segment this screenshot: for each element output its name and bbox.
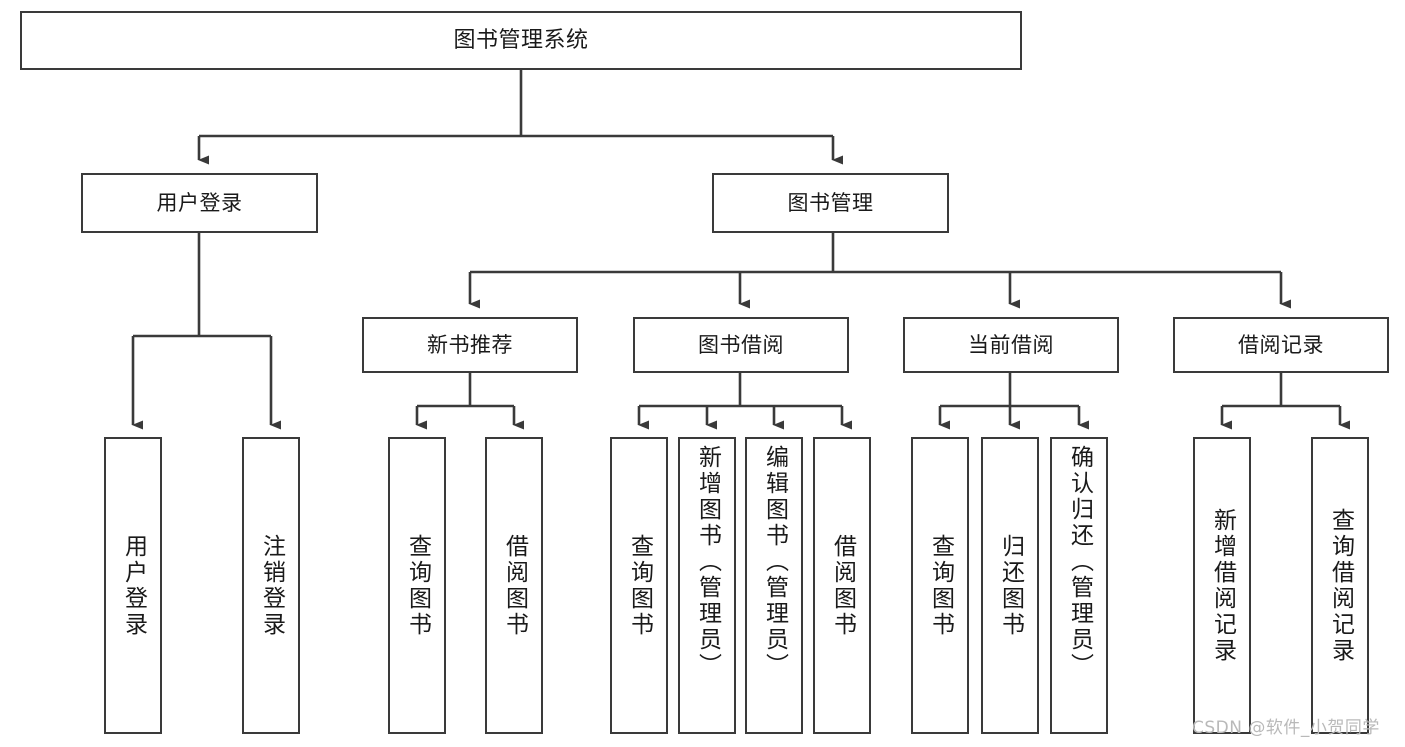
node-label: 借阅图书 — [501, 533, 528, 638]
node-leaf-query-book-2[interactable]: 查询图书 — [610, 437, 668, 734]
node-label: 借阅图书 — [829, 533, 856, 638]
node-label: 新增借阅记录 — [1209, 507, 1236, 664]
node-leaf-confirm-return[interactable]: 确认归还（管理员） — [1050, 437, 1108, 734]
node-root-book-management-system[interactable]: 图书管理系统 — [20, 11, 1022, 70]
node-label: 当前借阅 — [968, 332, 1054, 357]
node-label: 编辑图书（管理员） — [761, 445, 788, 679]
node-leaf-return-book[interactable]: 归还图书 — [981, 437, 1039, 734]
node-leaf-edit-book[interactable]: 编辑图书（管理员） — [745, 437, 803, 734]
node-label: 用户登录 — [156, 190, 243, 215]
node-label: 新增图书（管理员） — [694, 445, 721, 679]
node-leaf-query-record[interactable]: 查询借阅记录 — [1311, 437, 1369, 734]
node-label: 用户登录 — [120, 533, 147, 638]
node-borrow-record[interactable]: 借阅记录 — [1173, 317, 1389, 373]
node-label: 注销登录 — [258, 533, 285, 638]
node-label: 查询图书 — [404, 533, 431, 638]
node-label: 图书管理 — [787, 190, 874, 215]
node-leaf-add-book[interactable]: 新增图书（管理员） — [678, 437, 736, 734]
node-label: 新书推荐 — [427, 332, 513, 357]
node-label: 图书借阅 — [698, 332, 784, 357]
node-new-book-recommend[interactable]: 新书推荐 — [362, 317, 578, 373]
node-label: 图书管理系统 — [453, 27, 589, 53]
node-leaf-query-book-1[interactable]: 查询图书 — [388, 437, 446, 734]
node-label: 借阅记录 — [1238, 332, 1324, 357]
node-leaf-query-book-3[interactable]: 查询图书 — [911, 437, 969, 734]
node-label: 查询图书 — [626, 533, 653, 638]
node-leaf-borrow-book-1[interactable]: 借阅图书 — [485, 437, 543, 734]
node-user-login[interactable]: 用户登录 — [81, 173, 318, 233]
node-leaf-user-logout[interactable]: 注销登录 — [242, 437, 300, 734]
node-label: 查询图书 — [927, 533, 954, 638]
node-label: 查询借阅记录 — [1327, 507, 1354, 664]
node-leaf-add-record[interactable]: 新增借阅记录 — [1193, 437, 1251, 734]
node-book-borrow[interactable]: 图书借阅 — [633, 317, 849, 373]
node-label: 归还图书 — [997, 533, 1024, 638]
node-label: 确认归还（管理员） — [1066, 445, 1093, 679]
watermark-text: CSDN @软件_小贺同学 — [1192, 718, 1380, 738]
node-book-management[interactable]: 图书管理 — [712, 173, 949, 233]
node-leaf-borrow-book-2[interactable]: 借阅图书 — [813, 437, 871, 734]
node-current-borrow[interactable]: 当前借阅 — [903, 317, 1119, 373]
node-leaf-user-login[interactable]: 用户登录 — [104, 437, 162, 734]
